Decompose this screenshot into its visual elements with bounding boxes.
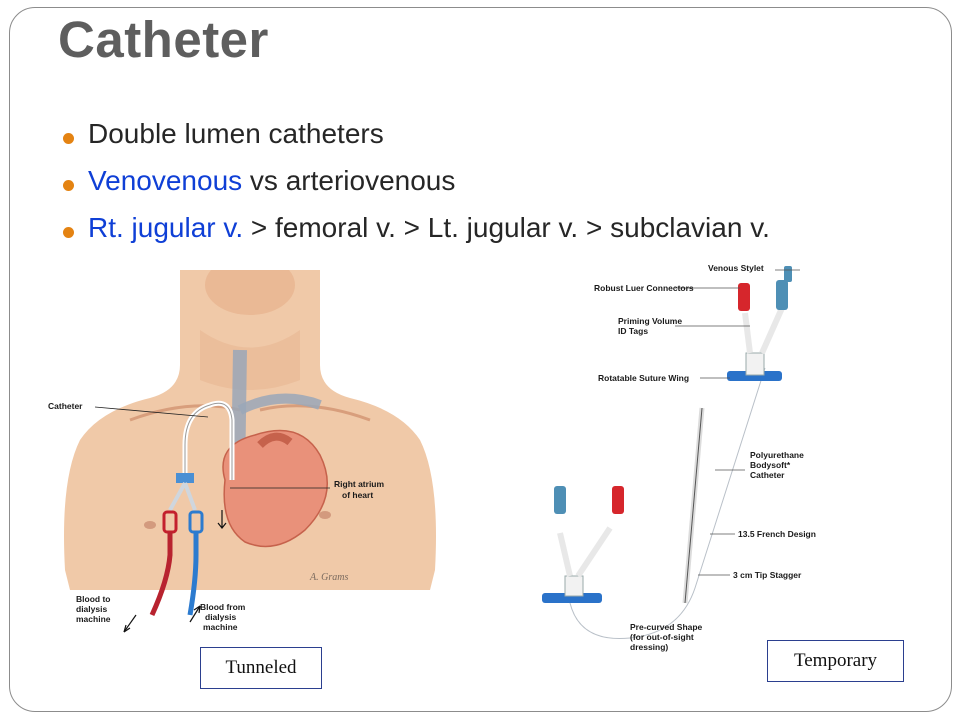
annotation-precurved: Pre-curved Shape: [630, 622, 703, 632]
lower-blue-connector: [554, 486, 566, 514]
annotation-blood-to: Blood to: [76, 594, 110, 604]
annotation-blood-from-3: machine: [203, 622, 238, 632]
bullet-list: Double lumen catheters Venovenous vs art…: [63, 118, 770, 259]
subclavian-vein: [237, 393, 322, 415]
red-luer-connector: [738, 283, 750, 311]
annotation-priming: Priming Volume: [618, 316, 682, 326]
caption-temporary: Temporary: [767, 640, 904, 682]
lower-hub: [564, 575, 584, 597]
catheter-hub: [176, 473, 194, 483]
heart-shape: [222, 429, 328, 548]
bullet-dot-icon: [63, 180, 74, 191]
annotation-blood-to-2: dialysis: [76, 604, 107, 614]
bullet-dot-icon: [63, 227, 74, 238]
bullet-text: Double lumen catheters: [88, 118, 384, 149]
annotation-bodysoft: Bodysoft*: [750, 460, 791, 470]
annotation-blood-from: Blood from: [200, 602, 246, 612]
stylet-outline: [684, 407, 703, 604]
arterial-line: [149, 532, 173, 617]
venous-stylet-cap: [784, 266, 792, 282]
annotation-polyurethane: Polyurethane: [750, 450, 804, 460]
annotation-right-atrium: Right atrium: [334, 479, 384, 489]
bullet-highlight: Rt. jugular v.: [88, 212, 244, 243]
annotation-precurved-3: dressing): [630, 642, 668, 652]
annotation-french: 13.5 French Design: [738, 529, 816, 539]
upper-hub: [745, 352, 765, 376]
torso-shape: [64, 270, 436, 590]
neck-shade: [200, 330, 300, 390]
catheter-limbs: [168, 482, 197, 511]
lower-suture-wing: [542, 593, 602, 603]
slide-frame: [9, 7, 952, 712]
bullet-text: > femoral v. > Lt. jugular v. > subclavi…: [243, 212, 770, 243]
annotation-catheter: Catheter: [750, 470, 785, 480]
upper-suture-wing: [727, 371, 782, 381]
flow-arrow-icon: [217, 510, 227, 529]
catheter-leader-line: [94, 406, 209, 418]
arrow-to-head-icon: [123, 624, 131, 633]
artist-signature: A. Grams: [309, 572, 348, 583]
venous-line: [187, 532, 199, 616]
bullet-item: Double lumen catheters: [63, 118, 770, 165]
annotation-blood-from-2: dialysis: [205, 612, 236, 622]
lower-red-connector: [612, 486, 624, 514]
bullet-dot-icon: [63, 133, 74, 144]
bullet-highlight: Venovenous: [88, 165, 243, 196]
blue-luer-connector: [776, 280, 788, 310]
tunneled-catheter-illustration: Catheter Right atrium of heart Blood to …: [48, 270, 436, 633]
catheter-tube-outline: [184, 402, 233, 480]
annotation-blood-to-3: machine: [76, 614, 111, 624]
arrow-from-head-icon: [193, 605, 201, 614]
annotation-suture-wing: Rotatable Suture Wing: [598, 373, 689, 383]
arrow-from-machine: [189, 605, 201, 623]
annotation-precurved-2: (for out-of-sight: [630, 632, 694, 642]
bullet-item: Venovenous vs arteriovenous: [63, 165, 770, 212]
annotation-luer: Robust Luer Connectors: [594, 283, 694, 293]
annotation-stagger: 3 cm Tip Stagger: [733, 570, 802, 580]
annotation-venous-stylet: Venous Stylet: [708, 263, 764, 273]
slide-title: Catheter: [58, 11, 269, 68]
bullet-item: Rt. jugular v. > femoral v. > Lt. jugula…: [63, 212, 770, 259]
nipple-left: [144, 521, 156, 529]
annotation-id-tags: ID Tags: [618, 326, 648, 336]
catheter-shaft-outline: [569, 367, 766, 640]
temporary-catheter-illustration: Venous Stylet Robust Luer Connectors Pri…: [542, 263, 816, 652]
annotation-of-heart: of heart: [342, 490, 373, 500]
chin-shape: [205, 270, 295, 315]
annotation-catheter: Catheter: [48, 401, 83, 411]
arrow-to-machine: [123, 614, 137, 633]
bullet-text: vs arteriovenous: [242, 165, 456, 196]
nipple-right: [319, 511, 331, 519]
upper-extension-tubes: [742, 306, 785, 355]
aorta-shape: [257, 432, 293, 448]
lower-extension-tubes: [557, 526, 613, 578]
caption-tunneled: Tunneled: [200, 647, 322, 689]
